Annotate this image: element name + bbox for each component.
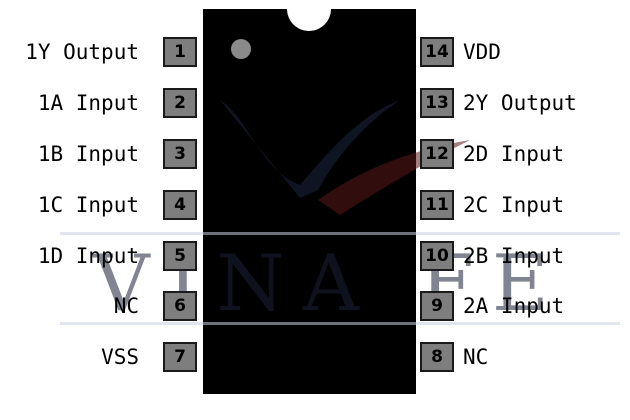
pin-number: 14 [420,37,454,67]
pin-label: 2D Input [463,142,565,166]
pin-number: 10 [420,241,454,271]
pin-label: 2A Input [463,294,565,318]
pin-label: 1A Input [37,91,139,115]
pin-number: 1 [163,37,197,67]
pin-number: 11 [420,190,454,220]
pin-label: 2Y Output [463,91,577,115]
pin-label: 1B Input [37,142,139,166]
pin-label: 1D Input [37,244,139,268]
pin-number: 6 [163,291,197,321]
pin-label: NC [113,294,139,318]
pin-number: 12 [420,139,454,169]
chip-body [203,9,416,394]
pin-label: VSS [101,345,139,369]
pin-number: 7 [163,342,197,372]
pin-label: NC [463,345,489,369]
pin1-marker-dot [231,39,251,59]
pin-label: 2C Input [463,193,565,217]
pin-label: 1C Input [37,193,139,217]
pin-number: 2 [163,88,197,118]
pin-label: 2B Input [463,244,565,268]
pin-number: 4 [163,190,197,220]
pin-number: 5 [163,241,197,271]
pin-label: VDD [463,40,501,64]
pin-label: 1Y Output [25,40,139,64]
pin-number: 13 [420,88,454,118]
pin-number: 9 [420,291,454,321]
pin-number: 8 [420,342,454,372]
pin-number: 3 [163,139,197,169]
